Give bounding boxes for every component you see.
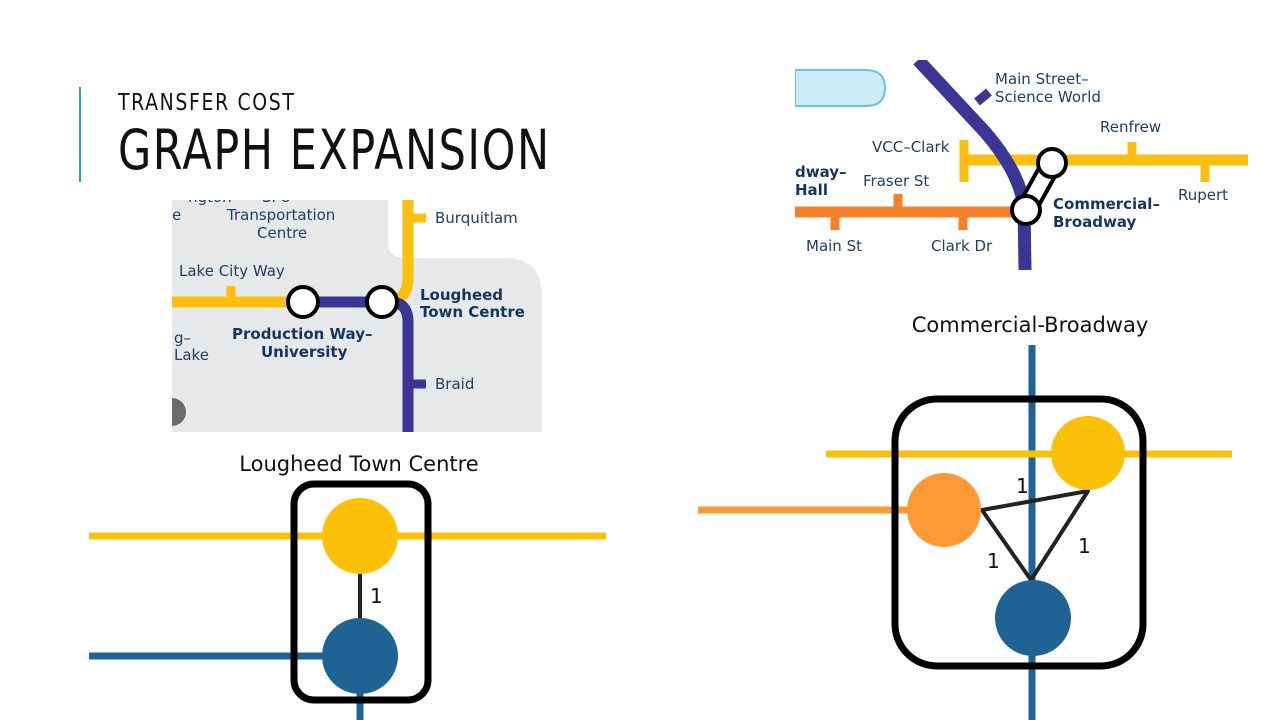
transfer-triangle [980, 489, 1090, 582]
slide-subtitle: TRANSFER COST [118, 90, 296, 116]
map-label-partial: Lake [174, 346, 209, 364]
map-label-lougheed: Lougheed [420, 286, 503, 304]
map-label-transportation: Transportation [226, 206, 335, 224]
map-label-clark-dr: Clark Dr [931, 237, 993, 255]
map-label-town-centre: Town Centre [420, 303, 525, 321]
map-partial-marker [172, 398, 186, 426]
map-label-centre: Centre [257, 224, 307, 242]
lougheed-map: ngton e SFU Transportation Centre Burqui… [172, 188, 542, 432]
main-street-tick [974, 88, 992, 106]
map-label-lake-city-way: Lake City Way [179, 262, 285, 280]
commercial-broadway-map: Main Street– Science World Renfrew VCC–C… [795, 60, 1248, 270]
diagram-title: Lougheed Town Centre [239, 452, 478, 476]
map-label-broadway: Broadway [1053, 213, 1137, 231]
map-label-partial: Hall [795, 181, 828, 199]
map-label-production-way: Production Way– [232, 325, 372, 343]
map-label-braid: Braid [435, 375, 474, 393]
map-label-partial: dway– [795, 163, 847, 181]
map-label-commercial: Commercial– [1053, 195, 1160, 213]
map-label-main-street: Main Street– [995, 70, 1089, 88]
commercial-station-lower [1010, 194, 1042, 226]
title-accent-bar [79, 87, 81, 182]
commercial-station-upper [1036, 147, 1068, 179]
canada-node [907, 473, 981, 547]
expo-node [322, 498, 398, 574]
millennium-node [322, 618, 398, 694]
map-label-science-world: Science World [995, 88, 1101, 106]
false-creek-water [795, 69, 887, 107]
station-boundary [891, 395, 1147, 670]
transfer-weight-label: 1 [1078, 534, 1091, 558]
slide-title: GRAPH EXPANSION [118, 118, 551, 182]
commercial-broadway-graph: Commercial-Broadway 1 1 1 [698, 313, 1232, 720]
expo-node [1051, 416, 1125, 490]
map-label-renfrew: Renfrew [1100, 118, 1161, 136]
diagram-title: Commercial-Broadway [912, 313, 1149, 337]
transfer-weight-label: 1 [987, 549, 1000, 573]
map-label-sfu: SFU [262, 188, 291, 206]
transfer-weight-label: 1 [370, 584, 383, 608]
station-boundary [290, 480, 432, 704]
map-label-fraser-st: Fraser St [863, 172, 929, 190]
map-label-rupert: Rupert [1178, 186, 1228, 204]
lougheed-graph: Lougheed Town Centre 1 [89, 452, 606, 720]
lougheed-station [365, 285, 399, 319]
production-way-station [286, 285, 320, 319]
map-label-burquitlam: Burquitlam [435, 209, 518, 227]
map-label-partial: g– [174, 329, 191, 347]
map-white-area [388, 200, 542, 432]
map-label-partial: ngton [188, 188, 232, 206]
map-label-partial: e [172, 206, 181, 224]
millennium-node [995, 580, 1071, 656]
map-label-university: University [261, 343, 348, 361]
transfer-weight-label: 1 [1016, 474, 1029, 498]
map-label-vcc-clark: VCC–Clark [872, 138, 950, 156]
map-label-main-st: Main St [806, 237, 862, 255]
